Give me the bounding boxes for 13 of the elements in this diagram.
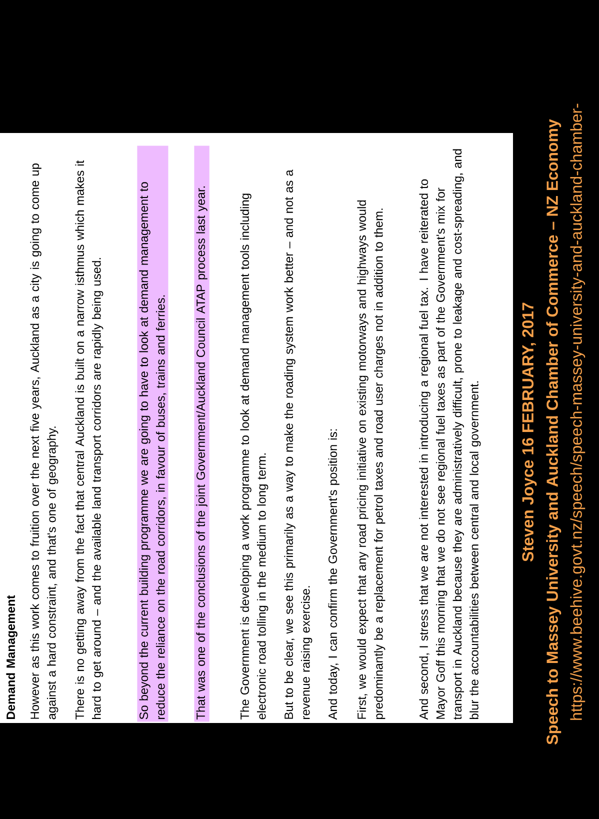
paragraph: The Government is developing a work programme to look at demand management tools including electronic road tolling in the medium to long term. [240, 194, 268, 720]
source-url: https://www.beehive.govt.nz/speech/speech-massey-university-and-auckland-chamber- [570, 104, 586, 720]
paragraph: But to be clear, we see this primarily as a way to make the roading system work better – and not as a revenue raising exercise. [284, 170, 312, 719]
paragraph: There is no getting away from the fact that central Auckland is built on a narrow isthmus which makes it hard to get around – and the available land transport corridors are rapidly being used. [75, 160, 104, 720]
heading: Demand Management [6, 595, 18, 719]
paragraph: However as this work comes to fruition over the next five years, Auckland as a city is going to come up against a hard constraint, and that's one of geography. [30, 164, 58, 720]
caption-line: Speech to Massey University and Auckland Chamber of Commerce – NZ Economy [546, 119, 562, 745]
highlighted-paragraph: So beyond the current building programme we are going to have to look at demand management to reduce the reliance on the road corridors, in favour of buses, trains and ferries. [137, 146, 168, 722]
caption-line: Steven Joyce 16 FEBRUARY, 2017 [522, 302, 537, 562]
highlighted-paragraph: That was one of the conclusions of the joint Government/Auckland Council ATAP process last year. [194, 146, 210, 722]
paragraph: And second, I stress that we are not interested in introducing a regional fuel tax. I have reiterated to Mayor Goff this morning that we do not see regional fuel taxes as part of the Government's mix for transport in Auckland because they are administratively difficult, prone to leakage and cost-spreading, and blur the accountabilities between central and local government. [419, 149, 481, 720]
paragraph: And today, I can confirm the Government's position is: [328, 429, 340, 720]
paragraph: First, we would expect that any road pricing initiative on existing motorways and highways would predominantly be a replacement for petrol taxes and road user charges not in addition to them. [357, 200, 386, 720]
